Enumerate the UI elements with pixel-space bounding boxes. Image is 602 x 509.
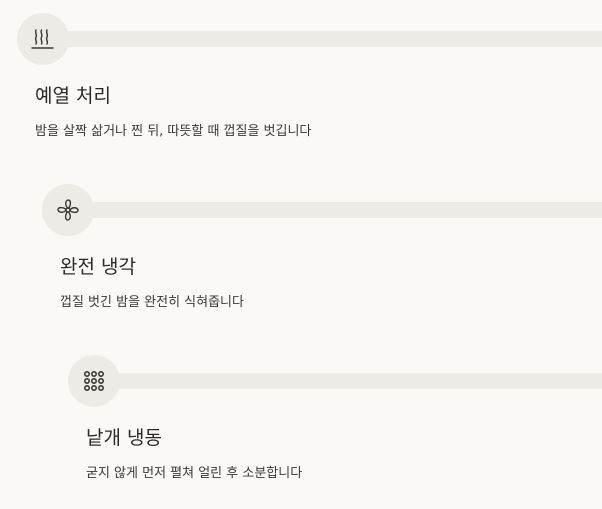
step-icon-badge <box>42 184 94 236</box>
step-title: 완전 냉각 <box>60 256 136 278</box>
step-header-rail <box>42 184 602 236</box>
progress-rail <box>92 373 602 389</box>
grid-dots-icon <box>83 370 104 391</box>
step-header-rail <box>68 355 602 407</box>
step-description: 껍질 벗긴 밤을 완전히 식혀줍니다 <box>60 295 244 310</box>
step-cool: 완전 냉각 껍질 벗긴 밤을 완전히 식혀줍니다 <box>42 184 602 312</box>
step-preheat: 예열 처리 밤을 살짝 삶거나 찐 뒤, 따뜻할 때 껍질을 벗깁니다 <box>17 13 602 141</box>
step-icon-badge <box>68 355 120 407</box>
step-title: 예열 처리 <box>35 85 111 107</box>
fan-icon <box>57 199 79 221</box>
step-header-rail <box>17 13 602 65</box>
steam-icon <box>31 29 54 49</box>
step-freeze: 낱개 냉동 굳지 않게 먼저 펼쳐 얼린 후 소분합니다 <box>68 355 602 483</box>
step-icon-badge <box>17 13 69 65</box>
progress-rail <box>41 31 602 47</box>
progress-rail <box>66 202 602 218</box>
step-title: 낱개 냉동 <box>86 427 162 449</box>
step-description: 굳지 않게 먼저 펼쳐 얼린 후 소분합니다 <box>86 466 303 481</box>
step-description: 밤을 살짝 삶거나 찐 뒤, 따뜻할 때 껍질을 벗깁니다 <box>35 124 312 139</box>
